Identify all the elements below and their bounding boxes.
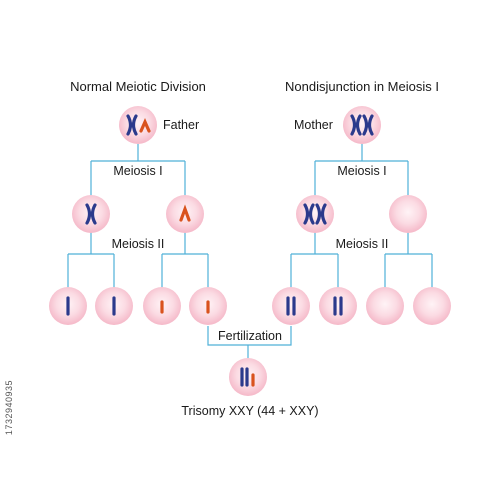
x-chromosome xyxy=(315,203,327,225)
y-chromosome xyxy=(179,204,191,222)
meiosis1-left-label: Meiosis I xyxy=(113,164,162,178)
gamete-xx-2 xyxy=(319,287,357,325)
y-chromosome xyxy=(139,118,151,133)
gamete-empty-1 xyxy=(366,287,404,325)
right-title: Nondisjunction in Meiosis I xyxy=(285,79,439,94)
fertilization-connector xyxy=(207,326,292,358)
x-chromosome xyxy=(126,114,138,136)
right-m1-cell-xx xyxy=(296,195,334,233)
right-connectors xyxy=(290,144,433,288)
gamete-y-1 xyxy=(143,287,181,325)
mother-label: Mother xyxy=(294,118,333,132)
zygote-cell xyxy=(229,358,267,396)
gamete-xx-1 xyxy=(272,287,310,325)
gamete-x-2 xyxy=(95,287,133,325)
x-chromosome-pair xyxy=(350,114,374,136)
gamete-x-1 xyxy=(49,287,87,325)
left-connectors xyxy=(67,144,209,288)
left-m1-cell-y xyxy=(166,195,204,233)
father-label: Father xyxy=(163,118,199,132)
father-cell xyxy=(119,106,157,144)
x-chromosome xyxy=(85,203,97,225)
left-m1-cell-x xyxy=(72,195,110,233)
gamete-y-2 xyxy=(189,287,227,325)
meiosis2-right-label: Meiosis II xyxy=(336,237,389,251)
x-chromosome xyxy=(303,203,315,225)
gamete-empty-2 xyxy=(413,287,451,325)
meiosis1-right-label: Meiosis I xyxy=(337,164,386,178)
result-label: Trisomy XXY (44 + XXY) xyxy=(181,404,318,418)
fertilization-label: Fertilization xyxy=(218,329,282,343)
mother-cell xyxy=(343,106,381,144)
meiosis2-left-label: Meiosis II xyxy=(112,237,165,251)
right-m1-cell-empty xyxy=(389,195,427,233)
stock-id: 1732940935 xyxy=(4,380,14,436)
left-title: Normal Meiotic Division xyxy=(70,79,206,94)
